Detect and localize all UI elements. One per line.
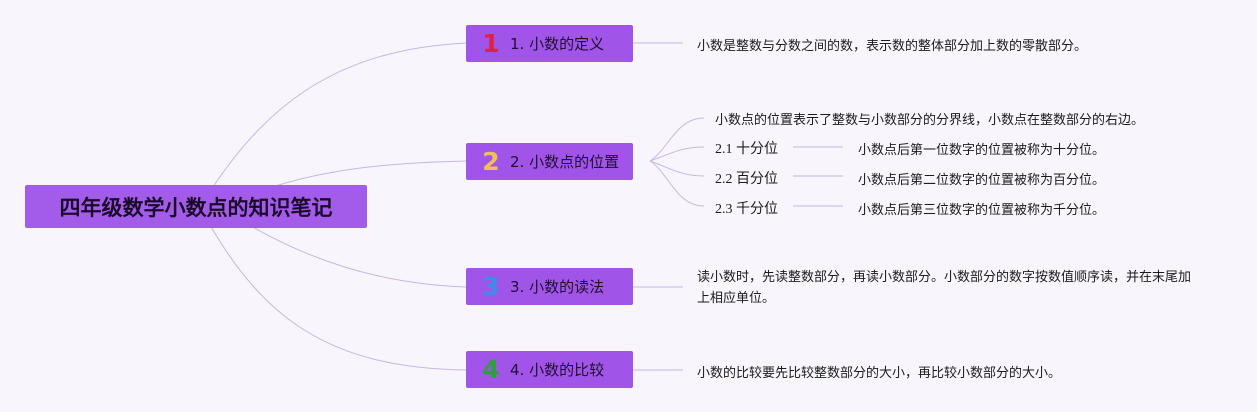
root-title: 四年级数学小数点的知识笔记 — [59, 195, 333, 220]
sub-label-2-2[interactable]: 2.2 百分位 — [715, 172, 778, 187]
sub-label-2-1[interactable]: 2.1 十分位 — [715, 142, 778, 157]
connector-2-leaf — [649, 117, 705, 162]
connector-2-sub1 — [649, 146, 705, 162]
leaf-4-text: 小数的比较要先比较整数部分的大小，再比较小数部分的大小。 — [697, 366, 1062, 381]
number-2-icon: 2 — [482, 147, 500, 176]
branch-label-4: 4. 小数的比较 — [510, 361, 605, 379]
branch-label-2: 2. 小数点的位置 — [510, 153, 620, 171]
sub-desc-2-2: 小数点后第二位数字的位置被称为百分位。 — [858, 173, 1106, 188]
number-4-icon: 4 — [482, 355, 500, 384]
leaf-3-text: 读小数时，先读整数部分，再读小数部分。小数部分的数字按数值顺序读，并在末尾加上相… — [697, 270, 1192, 306]
branch-node-2[interactable]: 2 2. 小数点的位置 — [466, 143, 633, 180]
number-1-icon: 1 — [482, 29, 500, 58]
connector-root-4 — [199, 206, 467, 371]
sub-desc-2-3: 小数点后第三位数字的位置被称为千分位。 — [858, 203, 1106, 218]
leaf-2-text: 小数点的位置表示了整数与小数部分的分界线，小数点在整数部分的右边。 — [715, 113, 1145, 128]
branch-node-3[interactable]: 3 3. 小数的读法 — [466, 268, 633, 305]
branch-label-3: 3. 小数的读法 — [510, 278, 605, 296]
branch-node-4[interactable]: 4 4. 小数的比较 — [466, 351, 633, 388]
branch-node-1[interactable]: 1 1. 小数的定义 — [466, 25, 633, 62]
sub-label-2-3[interactable]: 2.3 千分位 — [715, 202, 778, 217]
number-3-icon: 3 — [482, 272, 500, 301]
leaf-1-text: 小数是整数与分数之间的数，表示数的整体部分加上数的零散部分。 — [697, 39, 1088, 54]
sub-desc-2-1: 小数点后第一位数字的位置被称为十分位。 — [858, 143, 1106, 158]
connector-2-sub3 — [649, 160, 705, 207]
branch-label-1: 1. 小数的定义 — [510, 35, 605, 53]
connector-2-sub2 — [649, 160, 705, 177]
root-node[interactable]: 四年级数学小数点的知识笔记 — [25, 185, 367, 228]
connector-root-1 — [199, 42, 467, 208]
